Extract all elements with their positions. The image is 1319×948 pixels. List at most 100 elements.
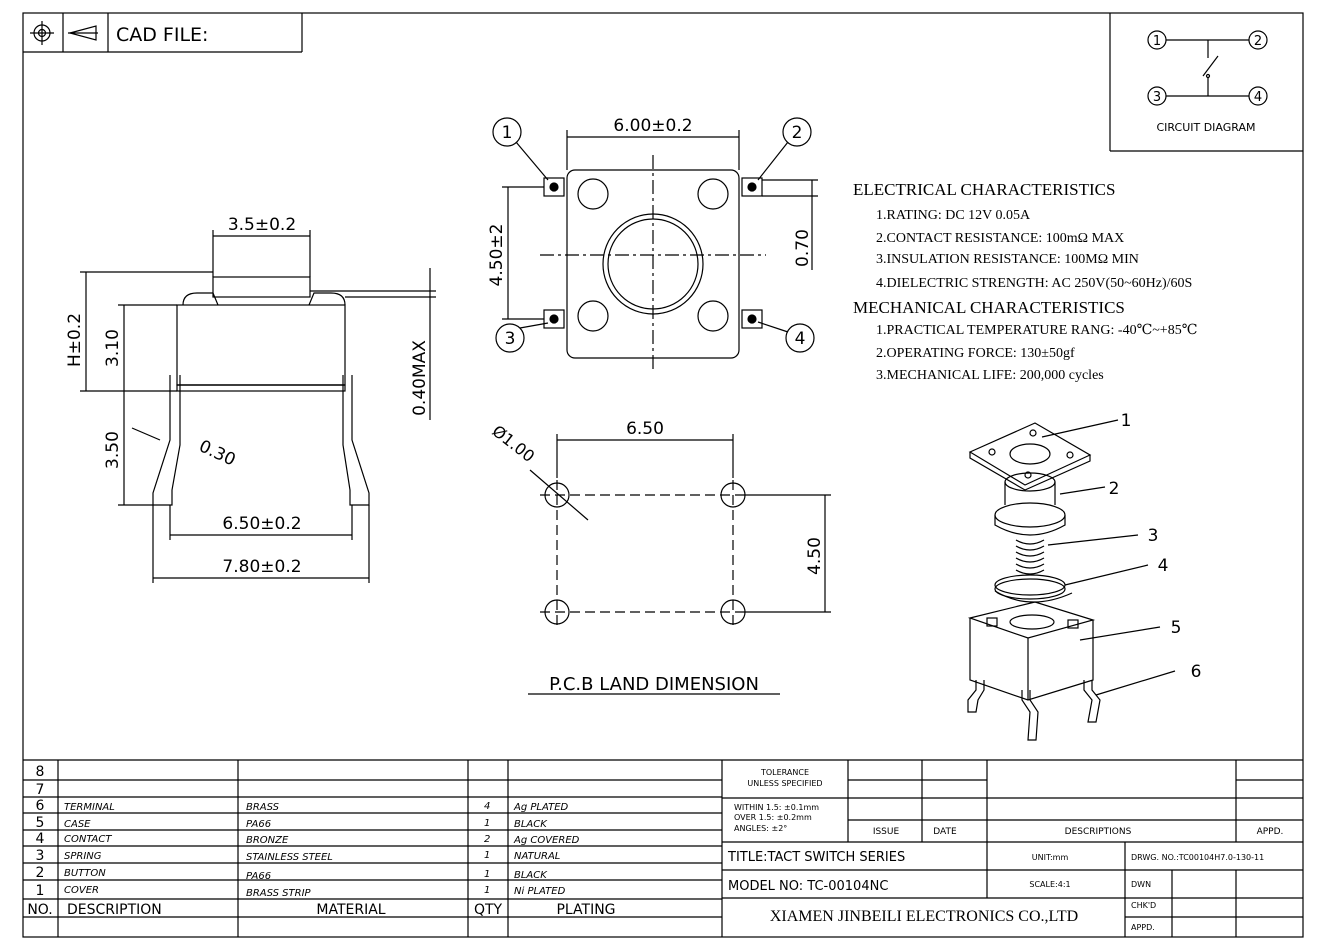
circuit-pin-1: 1	[1153, 34, 1161, 49]
appd-label: APPD.	[1257, 827, 1284, 837]
scale-label: SCALE:4:1	[1029, 880, 1070, 889]
tol-3: ANGLES: ±2°	[734, 824, 787, 833]
dim-0-40max: 0.40MAX	[410, 340, 430, 416]
bom-plating-1: Ni PLATED	[514, 886, 566, 897]
bom-no-8: 8	[36, 764, 45, 780]
bom-no-6: 6	[36, 798, 45, 814]
bom-desc-5: CASE	[64, 819, 91, 830]
mechanical-title: MECHANICAL CHARACTERISTICS	[853, 298, 1125, 317]
dim-6-50: 6.50±0.2	[222, 514, 301, 534]
callout-4: 4	[1158, 556, 1169, 576]
date-label: DATE	[933, 827, 957, 837]
pcb-title: P.C.B LAND DIMENSION	[549, 674, 759, 695]
pcb-dim-4-50: 4.50	[805, 537, 825, 575]
circuit-pin-3: 3	[1153, 90, 1161, 105]
issue-label: ISSUE	[873, 827, 900, 837]
top-pin-3: 3	[505, 329, 516, 349]
bom-no-4: 4	[36, 831, 45, 847]
dim-h: H±0.2	[65, 313, 85, 367]
bom-plating-2: BLACK	[514, 870, 548, 881]
tol-2: OVER 1.5: ±0.2mm	[734, 813, 812, 822]
electrical-4: 4.DIELECTRIC STRENGTH: AC 250V(50~60Hz)/…	[876, 276, 1192, 291]
circuit-pin-2: 2	[1254, 34, 1262, 49]
cad-file-label: CAD FILE:	[116, 24, 208, 46]
bom-qty-2: 1	[484, 869, 490, 880]
bom-header-mat: MATERIAL	[316, 902, 385, 918]
dim-6-00: 6.00±0.2	[613, 116, 692, 136]
bom-mat-2: PA66	[246, 871, 271, 882]
model-no: MODEL NO: TC-00104NC	[728, 879, 888, 894]
bom-text: 8 7 6 TERMINAL BRASS 4 Ag PLATED 5 CASE …	[27, 764, 615, 918]
descriptions-label: DESCRIPTIONS	[1065, 827, 1132, 837]
top-pin-4: 4	[795, 329, 806, 349]
electrical-1: 1.RATING: DC 12V 0.05A	[876, 208, 1031, 223]
bom-qty-5: 1	[484, 818, 490, 829]
bom-desc-1: COVER	[64, 885, 99, 896]
pcb-dia: Ø1.00	[489, 421, 539, 466]
dim-7-80: 7.80±0.2	[222, 557, 301, 577]
bom-mat-4: BRONZE	[246, 835, 289, 846]
bom-header-qty: QTY	[474, 902, 503, 918]
circuit-diagram: 1 2 3 4 CIRCUIT DIAGRAM	[1109, 13, 1303, 152]
appd-label-2: APPD.	[1131, 923, 1155, 932]
tol-head-2: UNLESS SPECIFIED	[747, 779, 822, 788]
drwg-no: DRWG. NO.:TC00104H7.0-130-11	[1131, 853, 1264, 862]
exploded-view: 1 2 3 4 5 6	[967, 411, 1202, 741]
tol-head-1: TOLERANCE	[760, 768, 809, 777]
bom-header-no: NO.	[27, 902, 52, 918]
bom-mat-6: BRASS	[246, 802, 280, 813]
dim-3-5: 3.5±0.2	[228, 215, 296, 235]
bom-qty-3: 1	[484, 850, 490, 861]
projection-symbol-icon	[30, 21, 98, 45]
electrical-2: 2.CONTACT RESISTANCE: 100mΩ MAX	[876, 231, 1124, 246]
mechanical-3: 3.MECHANICAL LIFE: 200,000 cycles	[876, 368, 1104, 383]
bom-mat-5: PA66	[246, 819, 271, 830]
dim-3-10: 3.10	[103, 329, 123, 367]
bom-plating-6: Ag PLATED	[513, 802, 569, 813]
bom-desc-6: TERMINAL	[64, 802, 115, 813]
mechanical-2: 2.OPERATING FORCE: 130±50gf	[876, 346, 1075, 361]
bom-plating-4: Ag COVERED	[513, 835, 580, 846]
circuit-diagram-label: CIRCUIT DIAGRAM	[1157, 121, 1256, 134]
electrical-3: 3.INSULATION RESISTANCE: 100MΩ MIN	[876, 252, 1139, 267]
bom-mat-3: STAINLESS STEEL	[246, 852, 333, 863]
bom-header-plating: PLATING	[556, 902, 615, 918]
bom-no-1: 1	[36, 883, 45, 899]
circuit-pin-4: 4	[1254, 90, 1262, 105]
chkd-label: CHK'D	[1131, 901, 1156, 910]
bom-qty-1: 1	[484, 885, 490, 896]
top-pin-2: 2	[792, 123, 803, 143]
top-view: 6.00±0.2 4.50±2 0.70 1 2 3 4	[487, 116, 818, 370]
bom-no-2: 2	[36, 865, 45, 881]
top-pin-1: 1	[502, 123, 513, 143]
electrical-title: ELECTRICAL CHARACTERISTICS	[853, 180, 1115, 199]
pcb-dim-6-50: 6.50	[626, 419, 664, 439]
callout-6: 6	[1191, 662, 1202, 682]
bom-no-5: 5	[36, 815, 45, 831]
tol-1: WITHIN 1.5: ±0.1mm	[734, 803, 819, 812]
unit-label: UNIT:mm	[1032, 853, 1069, 862]
bom-desc-2: BUTTON	[64, 868, 106, 879]
callout-2: 2	[1109, 479, 1120, 499]
pcb-land: 6.50 4.50 Ø1.00 P.C.B LAND DIMENSION	[489, 419, 831, 695]
title-block-text: TOLERANCE UNLESS SPECIFIED WITHIN 1.5: ±…	[727, 768, 1283, 932]
mechanical-1: 1.PRACTICAL TEMPERATURE RANG: -40℃~+85℃	[876, 323, 1197, 338]
callout-3: 3	[1148, 526, 1159, 546]
side-view: 3.5±0.2 H±0.2 3.10 3.50 0.30 6.50±0.2 7.…	[65, 215, 436, 583]
bom-mat-1: BRASS STRIP	[246, 888, 312, 899]
bom-no-3: 3	[36, 848, 45, 864]
callout-1: 1	[1121, 411, 1132, 431]
specs: ELECTRICAL CHARACTERISTICS 1.RATING: DC …	[853, 180, 1197, 383]
bom-plating-3: NATURAL	[514, 851, 560, 862]
dim-0-30: 0.30	[196, 436, 239, 470]
dim-4-50: 4.50±2	[487, 224, 507, 287]
bom-plating-5: BLACK	[514, 819, 548, 830]
bom-qty-4: 2	[484, 834, 490, 845]
sheet-border	[22, 12, 1304, 938]
bom-desc-4: CONTACT	[64, 834, 112, 845]
drawing-title: TITLE:TACT SWITCH SERIES	[727, 850, 905, 865]
dwn-label: DWN	[1131, 880, 1151, 889]
cad-header: CAD FILE:	[23, 13, 303, 53]
dim-0-70: 0.70	[793, 229, 813, 267]
